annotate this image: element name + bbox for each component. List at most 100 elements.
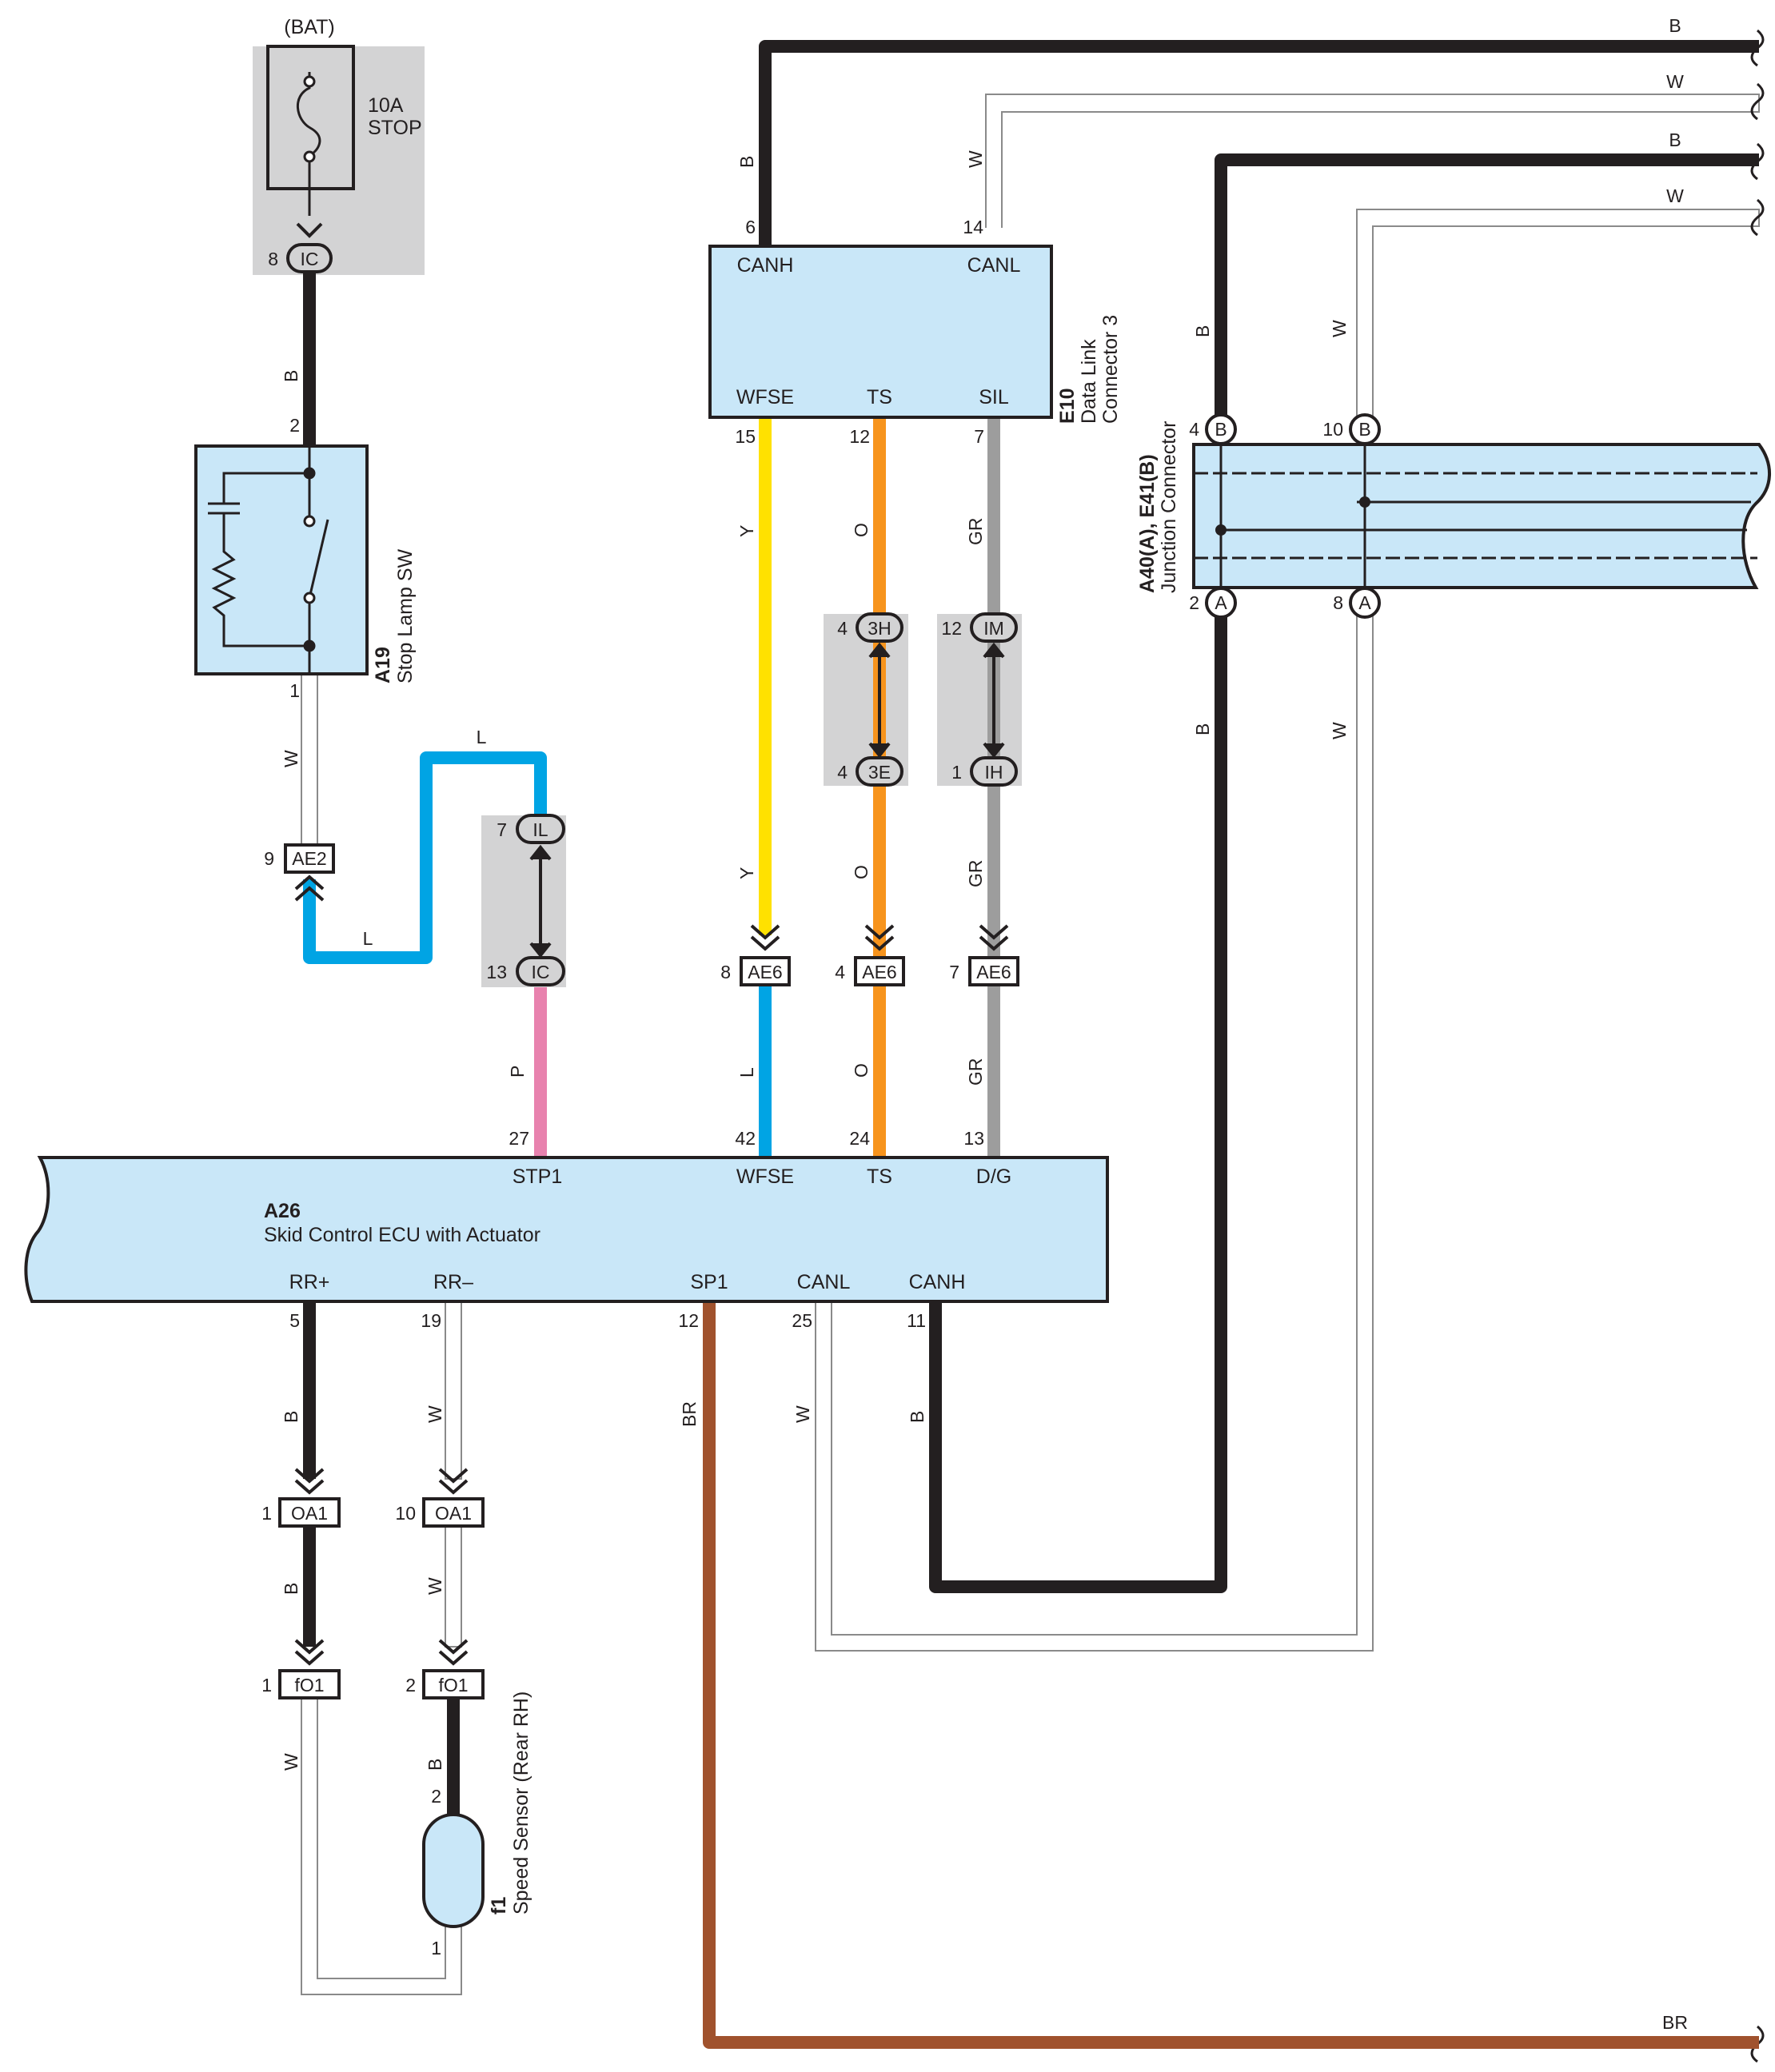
jc-pin-b4: 4	[1189, 419, 1199, 440]
jc-term-b10: B	[1358, 419, 1370, 440]
wc-top-b1: B	[1669, 15, 1681, 36]
wc-rrp-2: B	[281, 1583, 301, 1595]
pin-ae6-y: 8	[720, 962, 731, 982]
f1-code: f1	[488, 1897, 510, 1915]
e10-term-canh: CANH	[737, 254, 794, 277]
wire-jc-top-w	[1356, 209, 1760, 432]
fuse-conn-id: IC	[301, 249, 319, 269]
wire-a19-w	[301, 673, 318, 848]
conn-oa1-rrp: OA1	[291, 1503, 328, 1524]
wc-l-top: L	[477, 727, 487, 747]
fuse-amp-label: 10A	[368, 94, 404, 117]
wc-y-1: Y	[736, 525, 757, 537]
wc-top-w1: W	[1666, 71, 1684, 92]
f1-pin-top: 2	[431, 1786, 441, 1807]
pin-ic: 13	[486, 962, 507, 982]
pin-ae2: 9	[264, 848, 274, 869]
a19-pin-bottom: 1	[289, 680, 300, 701]
e10-pin-ts: 12	[849, 426, 870, 447]
ecu-term-rrp: RR+	[289, 1271, 330, 1293]
conn-ae6-o: AE6	[862, 962, 896, 982]
jc-term-a2: A	[1215, 592, 1227, 613]
fuse-arrow	[296, 222, 323, 238]
wc-sensor-w: W	[281, 1753, 301, 1771]
break-marks-right	[1750, 29, 1765, 2063]
wc-gr-1: GR	[965, 518, 986, 546]
fuse-element	[296, 72, 321, 157]
ecu-pin-canl: 25	[792, 1310, 812, 1331]
wc-sensor-b: B	[425, 1759, 445, 1771]
wc-y-2: Y	[736, 867, 757, 879]
ecu-pin-ts: 24	[849, 1128, 870, 1149]
wc-canh-bottom: B	[907, 1411, 927, 1423]
wc-rrp-1: B	[281, 1411, 301, 1423]
a19-switch-symbol	[208, 448, 329, 673]
conn-il: IL	[532, 819, 548, 840]
ecu-term-rrm: RR–	[433, 1271, 473, 1293]
fuse-pin: 8	[268, 249, 278, 269]
ecu-pin-wfse: 42	[735, 1128, 756, 1149]
ecu-term-dg: D/G	[976, 1166, 1011, 1188]
wire-rrm-w-1	[445, 1303, 462, 1480]
ecu-term-ts: TS	[867, 1166, 892, 1188]
wire-br-brown	[703, 1303, 1759, 2049]
e10-term-ts: TS	[867, 386, 892, 408]
wc-br-right: BR	[1662, 2012, 1688, 2033]
conn-fo1-rrm: fO1	[438, 1675, 468, 1695]
e10-pin-sil: 7	[974, 426, 984, 447]
wc-gr-3: GR	[965, 1058, 986, 1086]
wc-jc-w-top: W	[1329, 320, 1350, 337]
wc-l-bottom: L	[363, 928, 373, 949]
pin-im: 12	[941, 618, 962, 639]
e10-pin-wfse: 15	[735, 426, 756, 447]
jc-term-a8: A	[1358, 592, 1371, 613]
ecu-pin-rrm: 19	[421, 1310, 441, 1331]
wc-fuse-b: B	[281, 370, 301, 382]
pin-ae6-o: 4	[835, 962, 845, 982]
pin-ae6-gr: 7	[949, 962, 959, 982]
jc-name: Junction Connector	[1158, 421, 1180, 593]
jc-pin-b10: 10	[1322, 419, 1343, 440]
jc-code: A40(A), E41(B)	[1136, 454, 1159, 593]
a26-name: Skid Control ECU with Actuator	[264, 1224, 540, 1246]
pin-oa1-rrp: 1	[261, 1503, 272, 1524]
wire-canl-bottom-w	[831, 608, 1358, 1636]
wc-rrm-1: W	[425, 1405, 445, 1423]
ecu-pin-dg: 13	[963, 1128, 984, 1149]
bat-label: (BAT)	[284, 16, 334, 38]
wire-canl-bottom-w2	[815, 608, 1374, 1652]
jc-pin-a2: 2	[1189, 592, 1199, 613]
wc-br: BR	[679, 1401, 700, 1427]
pin-3h: 4	[837, 618, 848, 639]
f1-name: Speed Sensor (Rear RH)	[510, 1691, 532, 1915]
ecu-term-canl: CANL	[797, 1271, 851, 1293]
a26-body	[24, 1156, 1109, 1303]
conn-ae2: AE2	[292, 848, 326, 869]
conn-fo1-rrp: fO1	[294, 1675, 324, 1695]
e10-term-sil: SIL	[979, 386, 1009, 408]
pin-3e: 4	[837, 762, 848, 783]
conn-ic: IC	[532, 962, 550, 982]
pin-ih: 1	[951, 762, 962, 783]
wc-e10-w: W	[965, 150, 986, 168]
wire-canh-top-b	[759, 40, 1759, 248]
a19-code: A19	[372, 647, 394, 683]
f1-sensor-body	[422, 1813, 485, 1928]
conn-oa1-rrm: OA1	[435, 1503, 472, 1524]
ecu-term-stp1: STP1	[513, 1166, 563, 1188]
wc-p: P	[507, 1066, 528, 1078]
wc-rrm-2: W	[425, 1577, 445, 1595]
conn-3e: 3E	[868, 762, 891, 783]
wire-l-blue	[303, 751, 547, 964]
jc-term-b4: B	[1215, 419, 1227, 440]
pin-oa1-rrm: 10	[395, 1503, 416, 1524]
wc-l-wfse: L	[736, 1067, 757, 1078]
wc-canl-bottom: W	[792, 1405, 813, 1423]
pin-fo1-rrm: 2	[405, 1675, 416, 1695]
pin-il: 7	[497, 819, 507, 840]
a26-code: A26	[264, 1200, 301, 1222]
wc-o-2: O	[851, 865, 872, 879]
wire-canh-bottom-b	[929, 608, 1227, 1593]
e10-code: E10	[1056, 388, 1079, 424]
